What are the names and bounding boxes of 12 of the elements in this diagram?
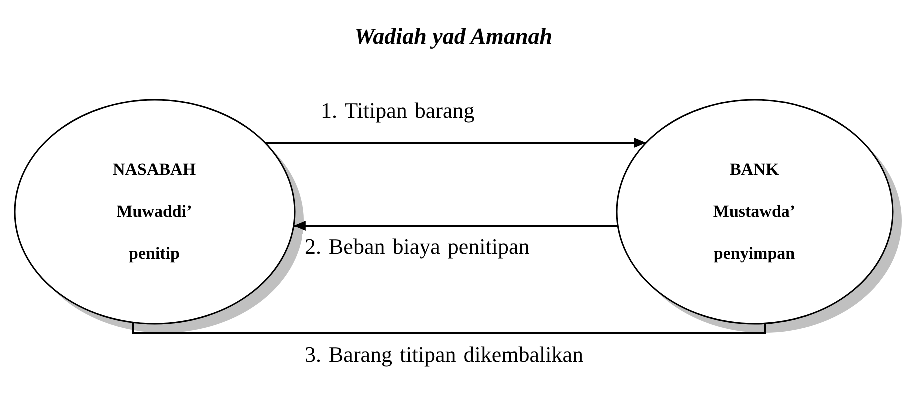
- diagram-title: Wadiah yad Amanah: [353, 24, 554, 50]
- arrow: [294, 221, 618, 231]
- arrow: [265, 138, 646, 148]
- node-label: NASABAH: [112, 160, 196, 180]
- node-label: penitip: [128, 244, 180, 264]
- node-label: Mustawda’: [713, 202, 796, 222]
- node-label: Muwaddi’: [116, 202, 192, 222]
- node-label: penyimpan: [714, 244, 796, 264]
- ellipse-node: [14, 99, 305, 334]
- ellipse-node: [616, 99, 903, 334]
- connector-line: [132, 322, 766, 334]
- node-label: BANK: [730, 160, 780, 180]
